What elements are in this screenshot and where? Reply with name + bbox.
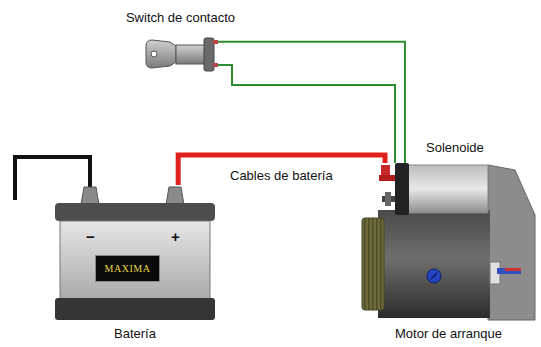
- ground-wire: [15, 157, 90, 200]
- solenoid-label: Solenoide: [426, 140, 484, 156]
- switch-label: Switch de contacto: [126, 10, 235, 26]
- cable-label: Cables de batería: [228, 168, 335, 184]
- motor-label: Motor de arranque: [395, 326, 502, 342]
- switch-wire: [218, 65, 395, 163]
- battery-brand: MAXIMA: [95, 255, 160, 282]
- battery-cable: [178, 155, 385, 185]
- switch-wire: [218, 42, 405, 163]
- starter-motor-illustration: [362, 165, 535, 320]
- terminal-sign: +: [171, 229, 180, 244]
- ignition-key: [146, 38, 218, 71]
- terminal-sign: −: [86, 229, 95, 244]
- battery: MAXIMABatería: [55, 185, 215, 320]
- solenoid: Solenoide: [378, 163, 470, 215]
- battery-illustration: [55, 187, 215, 320]
- starter-motor: Motor de arranque: [362, 205, 535, 320]
- battery-label: Batería: [114, 326, 156, 342]
- ignition-switch: Switch de contacto: [143, 33, 218, 75]
- solenoid-illustration: [379, 163, 488, 215]
